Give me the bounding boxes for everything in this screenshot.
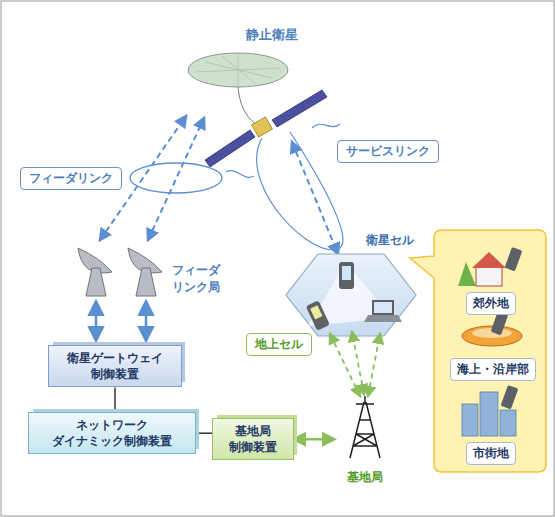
connector [114, 387, 116, 412]
station-link-arrow [145, 302, 148, 340]
tower-antenna [356, 396, 374, 404]
terrestrial-link [330, 334, 360, 396]
tree [458, 262, 476, 286]
node-text: 海上・沿岸部 [457, 361, 529, 378]
service-link-arrow [292, 142, 338, 254]
connector [196, 432, 212, 434]
feeder-station-dish [78, 248, 162, 296]
phone [306, 300, 330, 330]
link-callout: フィーダリンク [20, 167, 122, 190]
building [500, 410, 516, 436]
beam-wave [226, 124, 340, 177]
area-label-box: 海上・沿岸部 [450, 358, 536, 381]
phone [339, 262, 354, 289]
roof [472, 252, 506, 268]
phone [505, 247, 523, 271]
terminals [306, 262, 402, 331]
terrestrial-link [352, 332, 364, 394]
base-station: 基地局 [334, 390, 396, 486]
house [476, 266, 502, 286]
area-label-box: 郊外地 [466, 292, 516, 315]
base-station-controller-box: 基地局 制御装置 [212, 418, 294, 460]
building [462, 404, 478, 436]
building [480, 392, 498, 436]
cell-label: 衛星セル [366, 232, 436, 249]
base-station-tower [350, 396, 380, 458]
satellite-dish [188, 53, 288, 87]
gateway-controller-box: 衛星ゲートウェイ 制御装置 [48, 345, 182, 387]
satellite-cell [286, 254, 416, 336]
dish-stand [136, 268, 156, 296]
network-controller-box: ネットワーク ダイナミック制御装置 [28, 412, 196, 454]
node-text: 市街地 [473, 445, 509, 462]
laptop-screen [372, 300, 394, 315]
link-callout: サービスリンク [337, 140, 439, 163]
node-text: 郊外地 [473, 295, 509, 312]
satellite-label: 静止衛星 [246, 26, 326, 44]
dish-stand [86, 268, 106, 296]
node-text: サービスリンク [346, 143, 430, 160]
satellite-body [252, 117, 273, 137]
solar-panel [272, 90, 327, 127]
station-link-arrow [95, 302, 98, 340]
city-icon [462, 385, 518, 436]
tower-lattice [350, 402, 380, 458]
dish-ribs [196, 53, 280, 87]
connector [294, 438, 334, 441]
laptop-base [364, 315, 402, 322]
service-beam [257, 132, 343, 250]
feeder-link-arrow [148, 118, 204, 240]
terrestrial-link [368, 334, 380, 396]
phone [501, 385, 519, 409]
node-text: ネットワーク ダイナミック制御装置 [35, 417, 189, 449]
station-label: フィーダ リンク局 [172, 262, 228, 296]
node-text: 衛星ゲートウェイ 制御装置 [55, 350, 175, 382]
environment-panel [410, 230, 546, 472]
area-label-box: 市街地 [466, 442, 516, 465]
laptop-display [374, 302, 392, 313]
phone-screen [342, 266, 351, 280]
suburb-icon [458, 247, 522, 286]
node-text: 基地局 制御装置 [219, 423, 287, 455]
sea-icon [462, 311, 522, 346]
cell-callout: 地上セル [246, 333, 312, 356]
phone-screen [310, 305, 322, 319]
solar-panel [205, 130, 255, 167]
node-text: 地上セル [255, 336, 303, 353]
node-text: フィーダリンク [29, 170, 113, 187]
node-text: 基地局 [334, 469, 396, 486]
